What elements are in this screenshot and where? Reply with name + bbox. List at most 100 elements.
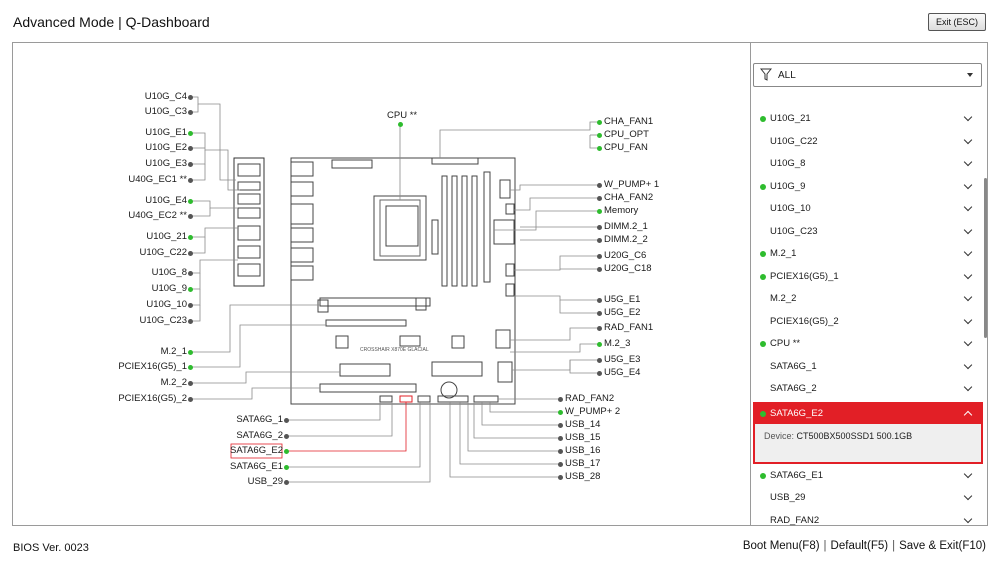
diagram-label-right[interactable]: U5G_E3 [604,354,640,366]
diagram-label-right[interactable]: RAD_FAN2 [565,393,614,405]
device-list-item[interactable]: RAD_FAN2 [753,510,983,533]
diagram-label-right[interactable]: U5G_E1 [604,294,640,306]
diagram-label-right[interactable]: RAD_FAN1 [604,322,653,334]
diagram-label-left[interactable]: U10G_C3 [145,106,187,118]
diagram-label-left[interactable]: U10G_E1 [145,127,187,139]
device-list-item[interactable]: SATA6G_E1 [753,465,983,488]
status-dot [188,161,193,167]
chevron-down-icon[interactable] [963,112,973,122]
diagram-label-left[interactable]: U10G_21 [146,231,187,243]
diagram-label-left[interactable]: U10G_10 [146,299,187,311]
chevron-down-icon[interactable] [963,247,973,257]
diagram-label-left[interactable]: U10G_E2 [145,142,187,154]
diagram-label-left[interactable]: M.2_2 [161,377,187,389]
device-list-item[interactable]: U10G_8 [753,153,983,176]
chevron-down-icon[interactable] [963,469,973,478]
status-dot [188,198,193,204]
diagram-label-left[interactable]: USB_29 [248,476,283,488]
device-list-item[interactable]: SATA6G_2 [753,378,983,401]
diagram-label-left[interactable]: U10G_E3 [145,158,187,170]
chevron-up-icon[interactable] [963,410,973,419]
diagram-label-left[interactable]: M.2_1 [161,346,187,358]
diagram-label-right[interactable]: U5G_E4 [604,367,640,379]
diagram-label-left[interactable]: U40G_EC2 ** [128,210,187,222]
status-dot [558,396,563,402]
diagram-label-right[interactable]: USB_14 [565,419,600,431]
diagram-label-right[interactable]: USB_15 [565,432,600,444]
diagram-label-right[interactable]: DIMM.2_1 [604,221,648,233]
diagram-label-left[interactable]: SATA6G_1 [236,414,283,426]
chevron-down-icon[interactable] [963,382,973,392]
label-cpu[interactable]: CPU ** [387,110,418,121]
diagram-label-right[interactable]: USB_17 [565,458,600,470]
diagram-label-left[interactable]: U10G_E4 [145,195,187,207]
chevron-down-icon[interactable] [963,270,973,279]
device-list-item[interactable]: PCIEX16(G5)_2 [753,311,983,334]
chevron-down-icon[interactable] [963,315,973,324]
chevron-down-icon[interactable] [963,180,973,189]
chevron-down-icon[interactable] [963,157,973,167]
device-list-item[interactable]: U10G_9 [753,176,983,199]
chevron-down-icon[interactable] [963,202,973,212]
diagram-label-left[interactable]: SATA6G_2 [236,430,283,442]
diagram-label-right[interactable]: U5G_E2 [604,307,640,319]
chevron-down-icon[interactable] [963,337,973,347]
diagram-label-left[interactable]: U10G_8 [152,267,187,279]
device-list-item[interactable]: SATA6G_1 [753,356,983,379]
boot-menu-button[interactable]: Boot Menu(F8) [742,540,820,552]
diagram-label-right[interactable]: Memory [604,205,638,217]
diagram-label-right[interactable]: M.2_3 [604,338,630,350]
device-list-item[interactable]: M.2_1 [753,243,983,266]
chevron-down-icon[interactable] [963,514,973,523]
filter-dropdown[interactable]: ALL [753,63,982,87]
device-name: U10G_21 [770,113,811,124]
diagram-label-right[interactable]: USB_16 [565,445,600,457]
device-list-item[interactable]: U10G_10 [753,198,983,221]
diagram-label-left[interactable]: U10G_C22 [139,247,187,259]
diagram-label-right[interactable]: CPU_OPT [604,129,649,141]
status-dot [188,177,193,183]
diagram-label-left[interactable]: PCIEX16(G5)_1 [118,361,187,373]
diagram-label-right[interactable]: W_PUMP+ 1 [604,179,659,191]
status-dot [760,183,766,190]
diagram-label-left[interactable]: U10G_C23 [139,315,187,327]
diagram-label-right[interactable]: USB_28 [565,471,600,483]
status-dot [597,297,602,303]
diagram-label-text: U10G_E1 [145,127,187,138]
diagram-label-left[interactable]: PCIEX16(G5)_2 [118,393,187,405]
device-list-item[interactable]: U10G_21 [753,108,983,131]
expanded-item-header[interactable]: SATA6G_E2 [755,403,981,424]
diagram-label-right[interactable]: CHA_FAN1 [604,116,653,128]
diagram-label-text: U20G_C18 [604,263,652,274]
diagram-label-left[interactable]: U10G_9 [152,283,187,295]
exit-button[interactable]: Exit (ESC) [928,13,986,31]
device-list-item[interactable]: M.2_2 [753,288,983,311]
chevron-down-icon[interactable] [963,491,973,501]
diagram-label-left[interactable]: SATA6G_E2 [230,445,283,457]
scrollbar-thumb[interactable] [984,178,987,338]
device-list-item[interactable]: CPU ** [753,333,983,356]
diagram-label-left[interactable]: U40G_EC1 ** [128,174,187,186]
diagram-label-right[interactable]: U20G_C18 [604,263,652,275]
diagram-label-text: U10G_9 [151,283,187,294]
diagram-label-right[interactable]: W_PUMP+ 2 [565,406,620,418]
device-list-item[interactable]: U10G_C23 [753,221,983,244]
diagram-label-left[interactable]: SATA6G_E1 [230,461,283,473]
chevron-down-icon[interactable] [963,360,973,369]
status-dot [558,474,563,480]
device-list-item[interactable]: USB_29 [753,487,983,510]
chevron-down-icon[interactable] [963,135,973,144]
device-list-item[interactable]: PCIEX16(G5)_1 [753,266,983,289]
diagram-label-right[interactable]: DIMM.2_2 [604,234,648,246]
chevron-down-icon[interactable] [963,292,973,302]
diagram-label-right[interactable]: CPU_FAN [604,142,648,154]
diagram-label-right[interactable]: U20G_C6 [604,250,646,262]
diagram-label-right[interactable]: CHA_FAN2 [604,192,653,204]
default-button[interactable]: Default(F5) [830,540,889,552]
diagram-label-left[interactable]: U10G_C4 [145,91,187,103]
chevron-down-icon[interactable] [963,225,973,234]
device-list-item[interactable]: U10G_C22 [753,131,983,154]
diagram-label-text: SATA6G_E1 [230,461,283,472]
save-exit-button[interactable]: Save & Exit(F10) [899,540,986,552]
